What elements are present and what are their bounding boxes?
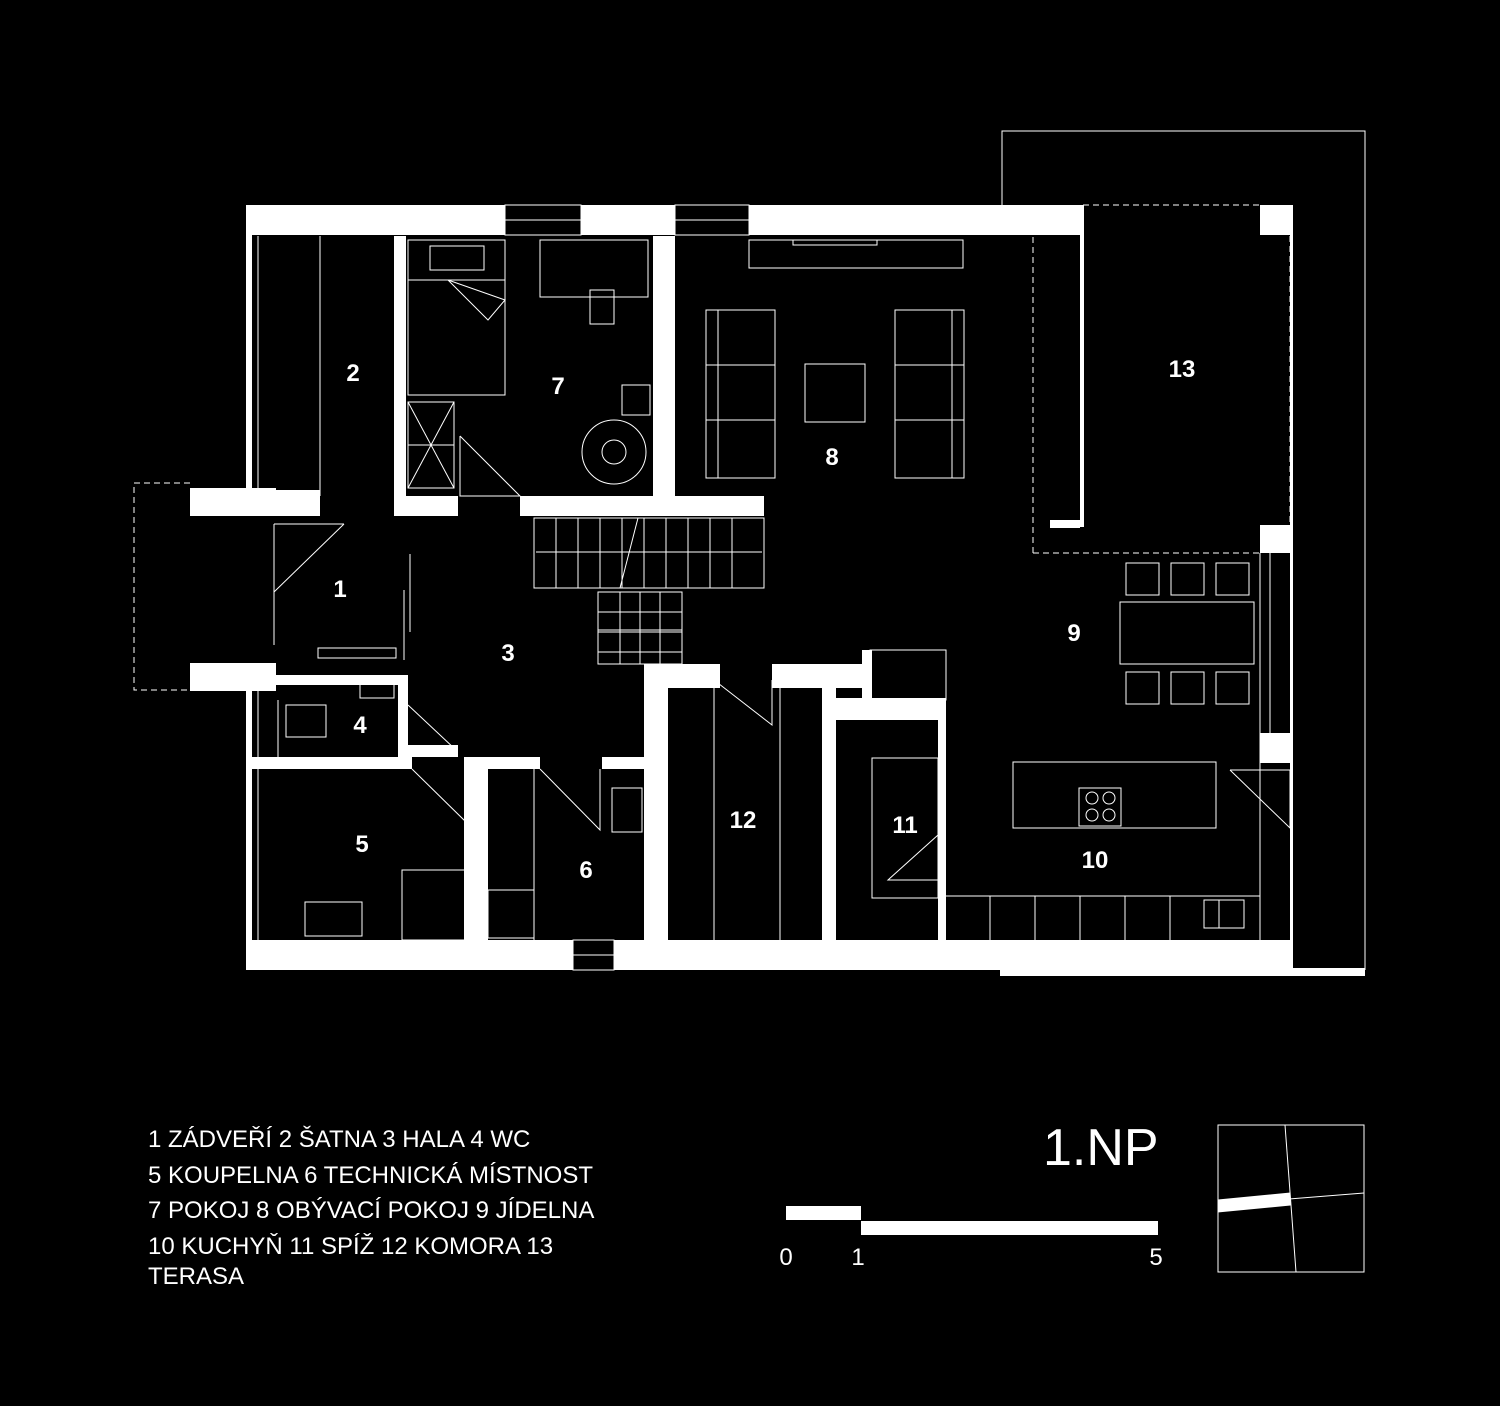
scale-label-1: 1 xyxy=(851,1244,864,1271)
legend-line-4: 10 KUCHYŇ 11 SPÍŽ 12 KOMORA 13 xyxy=(148,1232,554,1260)
interior-lines xyxy=(257,204,1291,971)
terrace-outline xyxy=(1001,130,1366,970)
room-label-10: 10 xyxy=(1082,847,1109,874)
legend-line-3: 7 POKOJ 8 OBÝVACÍ POKOJ 9 JÍDELNA xyxy=(148,1197,595,1224)
room-label-12: 12 xyxy=(730,807,757,834)
room-labels: 1 2 3 4 5 6 7 8 9 10 11 12 13 xyxy=(333,356,1195,884)
room-label-4: 4 xyxy=(353,712,367,739)
room-label-11: 11 xyxy=(892,812,917,839)
key-plan xyxy=(1217,1124,1365,1273)
floor-title: 1.NP xyxy=(1043,1119,1159,1177)
legend-line-1: 1 ZÁDVEŘÍ 2 ŠATNA 3 HALA 4 WC xyxy=(148,1126,531,1153)
room-label-3: 3 xyxy=(501,640,514,667)
room-label-2: 2 xyxy=(346,360,359,387)
scale-label-0: 0 xyxy=(779,1244,792,1271)
room-label-9: 9 xyxy=(1067,620,1080,647)
room-label-6: 6 xyxy=(579,857,592,884)
scale-bar-segment-0-1 xyxy=(786,1206,861,1220)
scale-bar: 0 1 5 xyxy=(779,1206,1163,1271)
scale-bar-segment-1-5 xyxy=(861,1221,1158,1235)
legend-line-2: 5 KOUPELNA 6 TECHNICKÁ MÍSTNOST xyxy=(148,1161,593,1189)
room-label-8: 8 xyxy=(825,444,838,471)
legend-line-5: TERASA xyxy=(148,1263,245,1290)
room-label-13: 13 xyxy=(1169,356,1196,383)
walls xyxy=(190,205,1365,976)
room-label-7: 7 xyxy=(551,373,564,400)
entrance-canopy xyxy=(133,482,190,691)
room-label-5: 5 xyxy=(355,831,368,858)
room-label-1: 1 xyxy=(333,576,346,603)
scale-label-5: 5 xyxy=(1149,1244,1162,1271)
room-legend: 1 ZÁDVEŘÍ 2 ŠATNA 3 HALA 4 WC 5 KOUPELNA… xyxy=(148,1122,668,1290)
